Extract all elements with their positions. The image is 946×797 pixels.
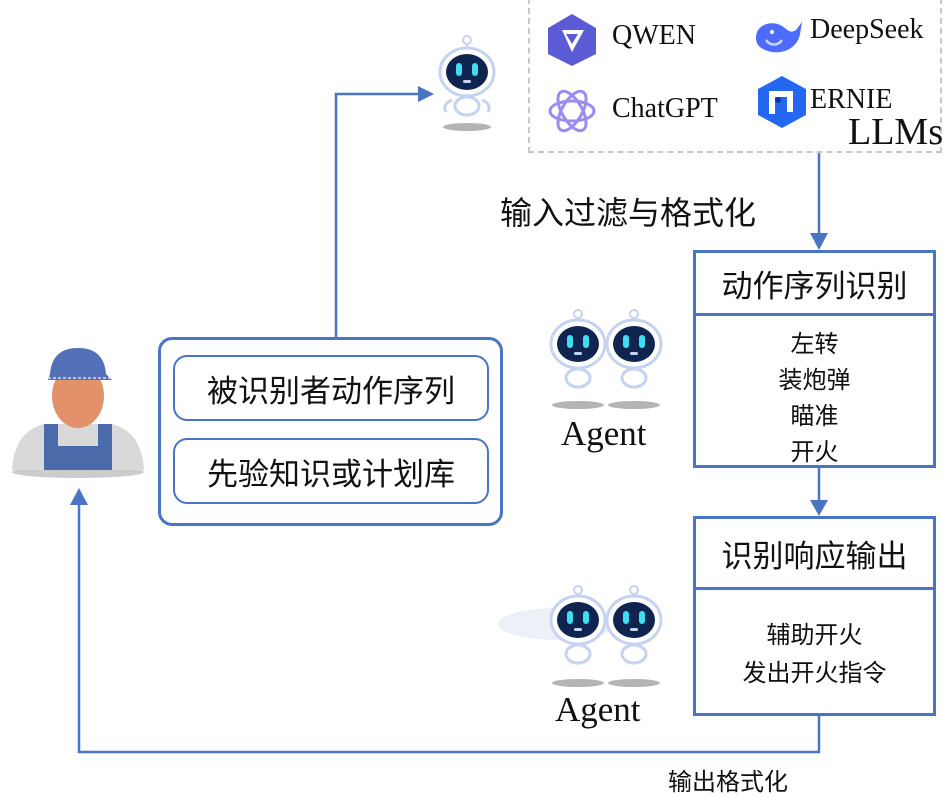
arrow-input-to-llm-agent [334, 92, 420, 337]
arrowhead-up [70, 488, 88, 505]
llm-providers-box [528, 0, 942, 153]
arrow-output-to-user [77, 505, 821, 754]
arrowhead-down-2 [810, 500, 828, 516]
ernie-hexagon-icon [758, 76, 806, 128]
action-sequence-list: 左转 装炮弹 瞄准 开火 [696, 316, 933, 470]
action-recognition-title: 动作序列识别 [696, 253, 933, 316]
response-item: 发出开火指令 [742, 659, 887, 687]
action-item: 开火 [790, 438, 839, 466]
input-filter-label: 输入过滤与格式化 [500, 194, 757, 232]
llm-name-chatgpt: ChatGPT [612, 93, 718, 124]
action-item: 左转 [790, 330, 839, 358]
qwen-logo-icon [548, 14, 596, 66]
llm-name-ernie: ERNIE [810, 84, 893, 115]
agent-group-icon [549, 309, 663, 409]
agent-label-1: Agent [561, 414, 647, 453]
agent-group-moving-icon [498, 585, 663, 687]
input-item-action-sequence: 被识别者动作序列 [173, 355, 489, 421]
response-list: 辅助开火 发出开火指令 [696, 590, 933, 692]
arrowhead-down-1 [810, 233, 828, 250]
response-item: 辅助开火 [766, 621, 863, 649]
robot-agent-icon [438, 35, 496, 131]
llm-name-qwen: QWEN [612, 20, 696, 51]
user-worker-avatar-icon [12, 348, 144, 478]
input-panel: 被识别者动作序列 先验知识或计划库 [158, 337, 503, 526]
llm-name-deepseek: DeepSeek [810, 14, 924, 45]
output-format-label: 输出格式化 [668, 768, 788, 796]
llms-title: LLMs [848, 111, 943, 153]
input-item-prior-knowledge: 先验知识或计划库 [173, 438, 489, 504]
agent-label-2: Agent [555, 690, 641, 729]
deepseek-whale-icon [756, 22, 802, 53]
response-output-box: 识别响应输出 辅助开火 发出开火指令 [693, 516, 936, 716]
response-output-title: 识别响应输出 [696, 519, 933, 590]
arrowhead-right [418, 86, 434, 102]
action-recognition-box: 动作序列识别 左转 装炮弹 瞄准 开火 [693, 250, 936, 468]
action-item: 装炮弹 [778, 366, 851, 394]
action-item: 瞄准 [790, 402, 839, 430]
chatgpt-knot-icon [548, 89, 596, 133]
